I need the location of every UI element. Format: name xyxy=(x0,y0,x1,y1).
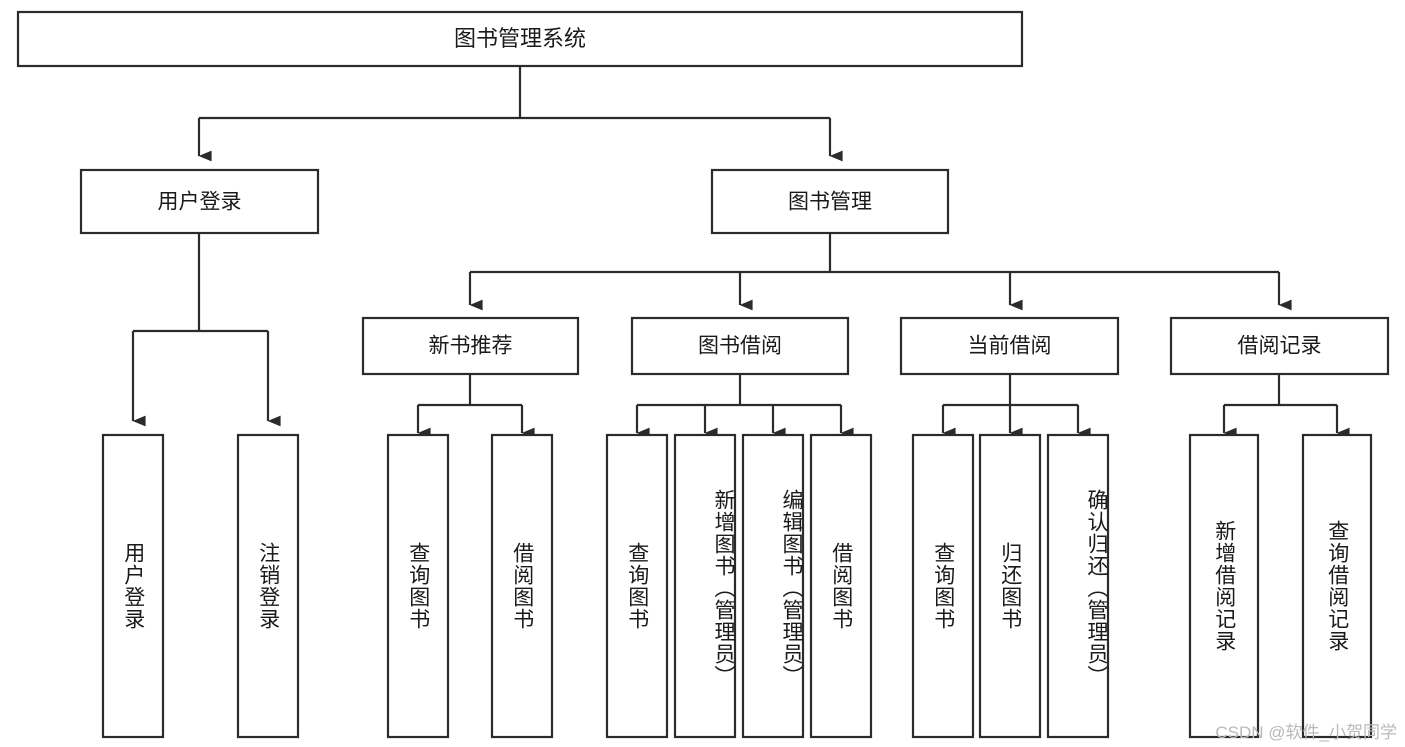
node-leaf-borrow-book[interactable] xyxy=(809,433,873,739)
node-root-book-management-system[interactable] xyxy=(16,10,1024,68)
node-borrow-record-label: 借阅记录 xyxy=(1238,335,1322,358)
node-current-borrow-label: 当前借阅 xyxy=(968,335,1052,358)
connector-group-current-borrow xyxy=(941,374,1091,439)
node-leaf-return-book[interactable] xyxy=(978,433,1042,739)
connector-group-book-manage xyxy=(468,233,1292,311)
node-leaf-user-login[interactable] xyxy=(101,433,165,739)
node-leaf-query-book-borrow[interactable] xyxy=(605,433,669,739)
node-leaf-confirm-return-admin[interactable] xyxy=(1046,433,1110,739)
connector-group-root xyxy=(197,66,843,162)
node-book-management-label: 图书管理 xyxy=(788,191,872,214)
watermark-text: CSDN @软件_小贺同学 xyxy=(1215,723,1397,742)
connector-group-new-book xyxy=(416,374,535,439)
node-leaf-query-book-current[interactable] xyxy=(911,433,975,739)
node-leaf-add-book-admin[interactable] xyxy=(673,433,737,739)
node-leaf-edit-book-admin[interactable] xyxy=(741,433,805,739)
node-book-management[interactable] xyxy=(710,168,950,235)
node-current-borrow[interactable] xyxy=(899,316,1120,376)
node-book-borrow[interactable] xyxy=(630,316,850,376)
node-root-label: 图书管理系统 xyxy=(454,26,586,51)
node-leaf-query-borrow-record[interactable] xyxy=(1301,433,1373,739)
node-leaf-logout[interactable] xyxy=(236,433,300,739)
connector-group-borrow-record xyxy=(1222,374,1350,439)
node-new-book-recommend[interactable] xyxy=(361,316,580,376)
node-user-login-label: 用户登录 xyxy=(158,191,242,214)
node-leaf-add-borrow-record[interactable] xyxy=(1188,433,1260,739)
node-user-login[interactable] xyxy=(79,168,320,235)
node-leaf-query-book-recommend[interactable] xyxy=(386,433,450,739)
connector-group-book-borrow xyxy=(635,374,854,439)
node-borrow-record[interactable] xyxy=(1169,316,1390,376)
node-book-borrow-label: 图书借阅 xyxy=(698,335,782,358)
connector-group-user-login xyxy=(131,233,281,427)
node-leaf-borrow-book-recommend[interactable] xyxy=(490,433,554,739)
node-new-book-recommend-label: 新书推荐 xyxy=(429,335,513,358)
